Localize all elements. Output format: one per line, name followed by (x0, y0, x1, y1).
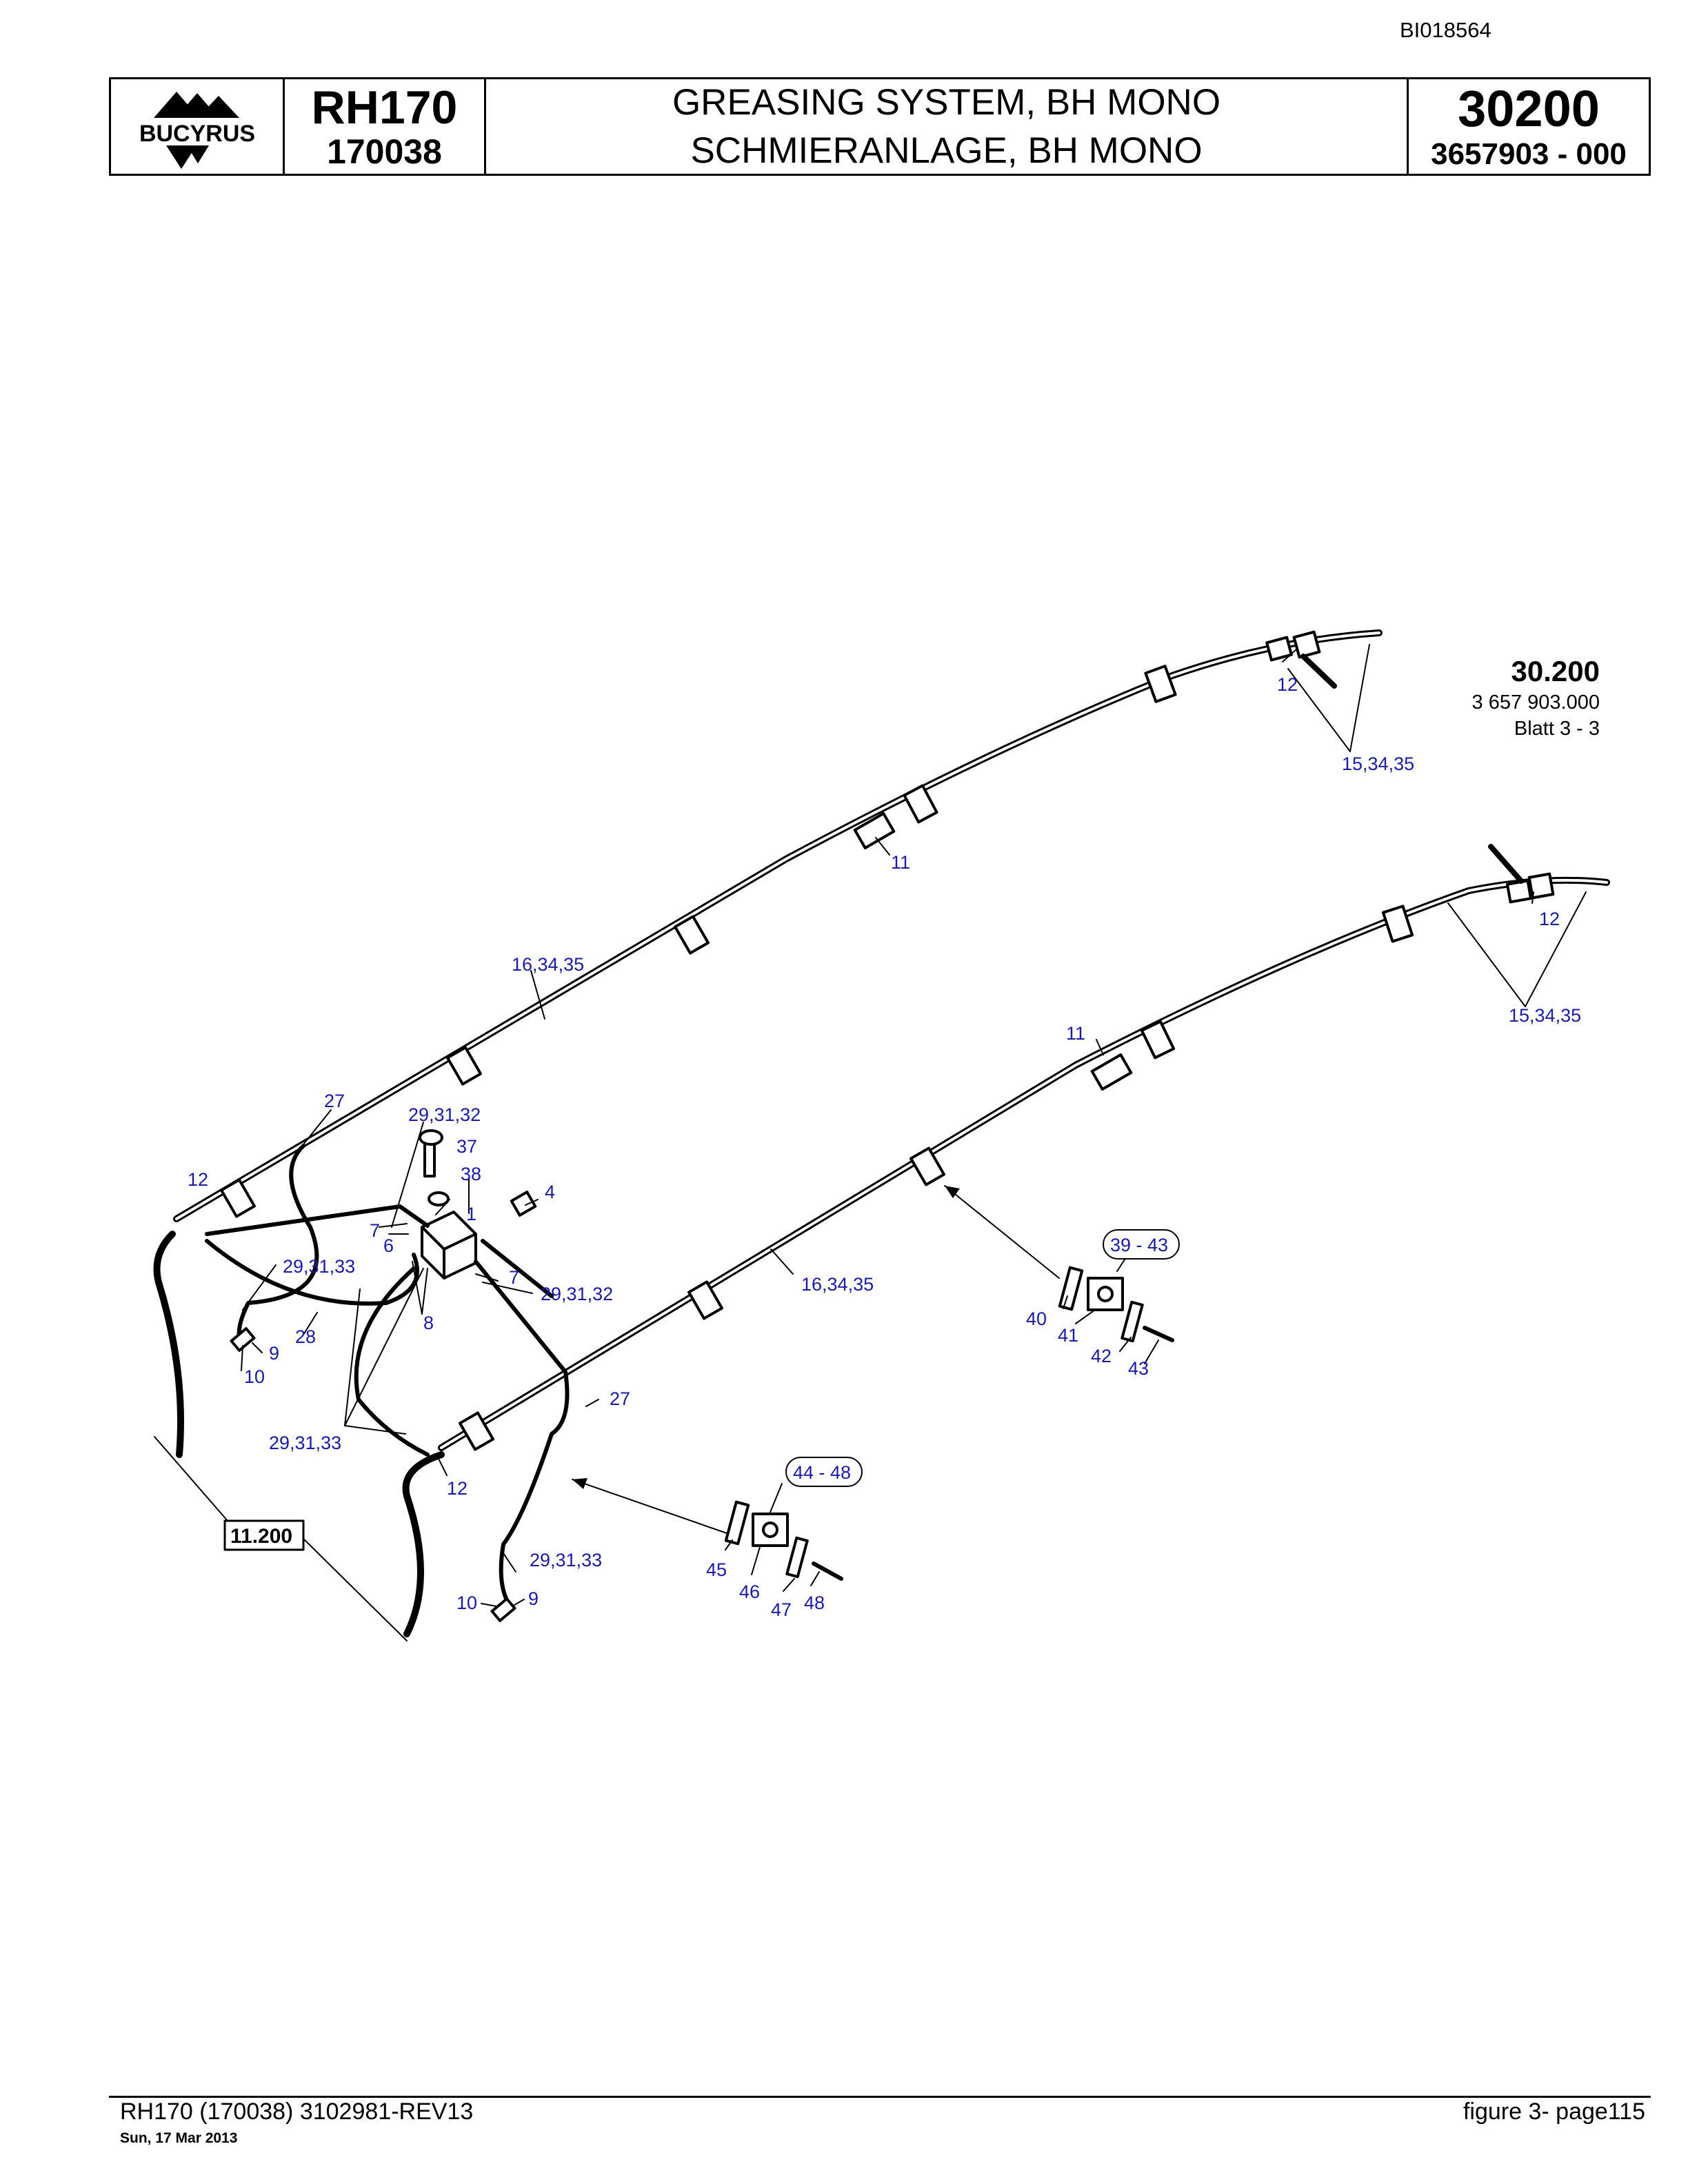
callout-4: 4 (545, 1182, 555, 1202)
footer-date: Sun, 17 Mar 2013 (120, 2130, 238, 2146)
group-number: 30200 (1458, 79, 1600, 137)
part-number: 3657903 - 000 (1431, 136, 1627, 171)
callout-41: 41 (1058, 1325, 1078, 1346)
clamp-kit-44-48 (724, 1500, 843, 1581)
callout-40: 40 (1026, 1308, 1047, 1329)
lower-grease-line (438, 876, 1610, 1451)
callout-leaders (154, 644, 1587, 1641)
callout-15-34-35-lower: 15,34,35 (1509, 1005, 1581, 1026)
upper-end-fitting (1265, 630, 1337, 689)
sheet-group: 30.200 (1511, 655, 1600, 687)
pipe-couplings (853, 812, 1133, 1091)
title-block: BUCYRUS RH170 170038 GREASING SYSTEM, BH… (109, 77, 1651, 176)
callout-10-upper: 10 (244, 1366, 265, 1387)
sheet-number: 3 657 903.000 (1471, 691, 1600, 714)
callout-42: 42 (1091, 1346, 1112, 1366)
footer-page-ref: figure 3- page115 (1463, 2099, 1645, 2125)
callout-8: 8 (423, 1313, 434, 1333)
branch-hoses (205, 1144, 570, 1608)
grease-nipples (230, 1327, 516, 1622)
callout-29-31-32-lower: 29,31,32 (541, 1284, 613, 1304)
callout-29-31-32-upper: 29,31,32 (408, 1104, 481, 1125)
callout-27-lower: 27 (610, 1388, 630, 1409)
callout-1: 1 (466, 1204, 476, 1224)
footer-divider (109, 2096, 1651, 2098)
callout-labels: 15,34,35 12 11 16,34,35 12 15,34,35 11 2… (188, 674, 1581, 1620)
callout-7-lower: 7 (509, 1267, 519, 1288)
svg-text:BUCYRUS: BUCYRUS (139, 121, 254, 147)
callout-11-upper: 11 (891, 852, 910, 873)
title-cell: GREASING SYSTEM, BH MONO SCHMIERANLAGE, … (486, 79, 1409, 174)
callout-16-34-35-upper: 16,34,35 (512, 954, 584, 975)
model-cell: RH170 170038 (285, 79, 486, 174)
distributor-block (419, 1129, 537, 1280)
callout-43: 43 (1128, 1358, 1149, 1379)
callout-12-right: 12 (1539, 909, 1560, 929)
callout-10-lower: 10 (456, 1593, 477, 1613)
callout-12-lower: 12 (447, 1478, 468, 1499)
callout-11-200: 11.200 (230, 1525, 292, 1548)
callout-29-31-33-center: 29,31,33 (269, 1433, 341, 1453)
callout-45: 45 (706, 1559, 727, 1580)
bucyrus-logo: BUCYRUS (139, 91, 255, 169)
document-id: BI018564 (1400, 18, 1491, 42)
callout-29-31-33-left: 29,31,33 (283, 1256, 355, 1277)
sheet-page: Blatt 3 - 3 (1514, 718, 1600, 740)
callout-6: 6 (383, 1235, 394, 1256)
serial-number: 170038 (327, 132, 442, 171)
callout-28: 28 (295, 1326, 316, 1347)
sheet-reference: 30.200 3 657 903.000 Blatt 3 - 3 (1472, 654, 1600, 742)
title-german: SCHMIERANLAGE, BH MONO (690, 130, 1203, 171)
callout-37: 37 (456, 1136, 477, 1157)
callout-46: 46 (739, 1581, 760, 1602)
main-supply-hoses (153, 1231, 445, 1637)
callout-9-lower: 9 (528, 1588, 539, 1609)
callout-7-upper: 7 (370, 1220, 380, 1241)
footer-document-ref: RH170 (170038) 3102981-REV13 (120, 2099, 474, 2125)
callout-27-upper: 27 (324, 1091, 345, 1111)
upper-line-clamps (220, 665, 1177, 1218)
logo-cell: BUCYRUS (111, 79, 285, 174)
model-number: RH170 (311, 81, 458, 134)
lower-end-fitting (1488, 844, 1555, 904)
callout-38: 38 (461, 1164, 481, 1184)
callout-15-34-35-upper: 15,34,35 (1342, 754, 1414, 774)
callout-48: 48 (804, 1593, 825, 1613)
callout-47: 47 (771, 1599, 792, 1620)
callout-29-31-33-lower: 29,31,33 (530, 1550, 602, 1570)
callout-39-43: 39 - 43 (1110, 1235, 1168, 1255)
title-english: GREASING SYSTEM, BH MONO (672, 81, 1221, 123)
callout-frames (223, 1229, 1180, 1551)
arrowheads (572, 1186, 960, 1489)
callout-12-left: 12 (188, 1169, 208, 1190)
number-cell: 30200 3657903 - 000 (1409, 79, 1649, 174)
callout-44-48: 44 - 48 (793, 1462, 851, 1483)
callout-12-upper: 12 (1277, 674, 1298, 695)
callout-11-lower: 11 (1066, 1023, 1085, 1044)
callout-9-upper: 9 (269, 1343, 279, 1364)
callout-16-34-35-lower: 16,34,35 (801, 1274, 874, 1295)
lower-line-clamps (459, 904, 1414, 1451)
upper-grease-line (173, 629, 1383, 1222)
clamp-kit-39-43 (1058, 1266, 1174, 1343)
